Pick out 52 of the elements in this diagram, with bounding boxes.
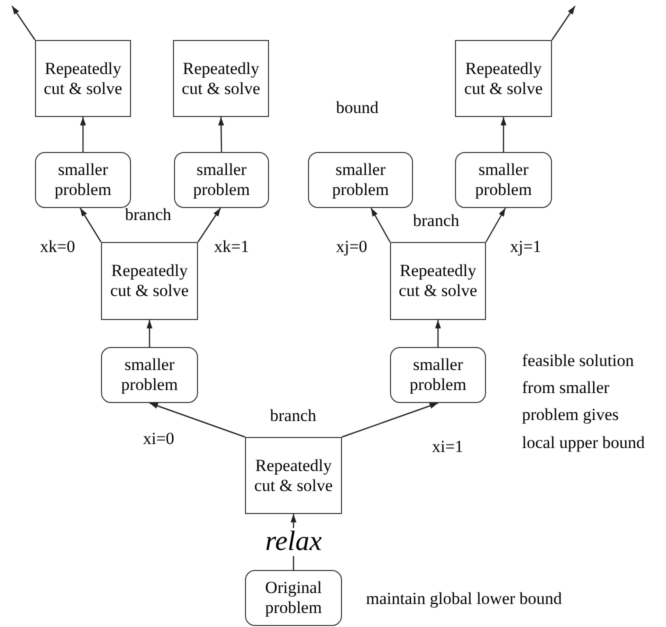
node-label: Repeatedly cut & solve	[253, 456, 334, 496]
rounded-process-box	[35, 152, 131, 208]
annotation-text: bound	[336, 97, 380, 119]
arrow	[146, 320, 152, 347]
process-box	[173, 40, 269, 117]
node-label: smaller problem	[192, 160, 251, 200]
node-label: smaller problem	[474, 160, 533, 200]
node-label: smaller problem	[120, 355, 179, 395]
arrow	[198, 208, 222, 242]
node-label: smaller problem	[54, 160, 112, 200]
edge-label: relax	[263, 528, 324, 556]
arrow	[12, 6, 36, 40]
annotation-text: branch	[413, 210, 460, 232]
arrow	[218, 117, 224, 152]
process-box	[455, 40, 552, 117]
arrow	[552, 6, 576, 40]
annotation-text: xi=1	[432, 436, 464, 458]
node-label: Repeatedly cut & solve	[180, 58, 262, 98]
rounded-process-box	[455, 152, 552, 208]
arrow	[370, 208, 391, 242]
process-box	[101, 242, 198, 320]
annotation-text: branch	[270, 405, 318, 427]
annotation-text: xk=1	[214, 236, 250, 258]
rounded-process-box	[308, 152, 413, 208]
arrow	[435, 320, 441, 347]
annotation-text: xi=0	[143, 428, 176, 450]
rounded-process-box	[174, 152, 269, 208]
node-label: Repeatedly cut & solve	[398, 261, 478, 301]
arrow	[149, 402, 246, 438]
rounded-process-box	[390, 347, 486, 403]
process-box	[35, 40, 131, 117]
arrow	[500, 117, 506, 152]
process-box	[390, 242, 486, 320]
annotation-text: xj=0	[336, 236, 368, 258]
arrow	[80, 208, 102, 242]
node-label: Repeatedly cut & solve	[109, 261, 190, 301]
node-label: smaller problem	[331, 160, 390, 200]
arrow	[80, 117, 86, 152]
annotation-text: xj=1	[510, 236, 542, 258]
arrow	[485, 208, 506, 242]
annotation-text: maintain global lower bound	[366, 588, 563, 610]
arrow	[342, 402, 438, 438]
rounded-process-box	[245, 570, 342, 626]
annotation-text: xk=0	[40, 236, 76, 258]
rounded-process-box	[101, 347, 198, 403]
node-label: Repeatedly cut & solve	[42, 58, 124, 98]
node-label: Original problem	[264, 578, 323, 618]
node-label: smaller problem	[408, 355, 468, 395]
annotation-text: feasible solution from smaller problem gives local upper bound	[522, 350, 646, 454]
node-label: Repeatedly cut & solve	[463, 58, 544, 98]
annotation-text: branch	[125, 204, 172, 226]
process-box	[245, 437, 342, 514]
